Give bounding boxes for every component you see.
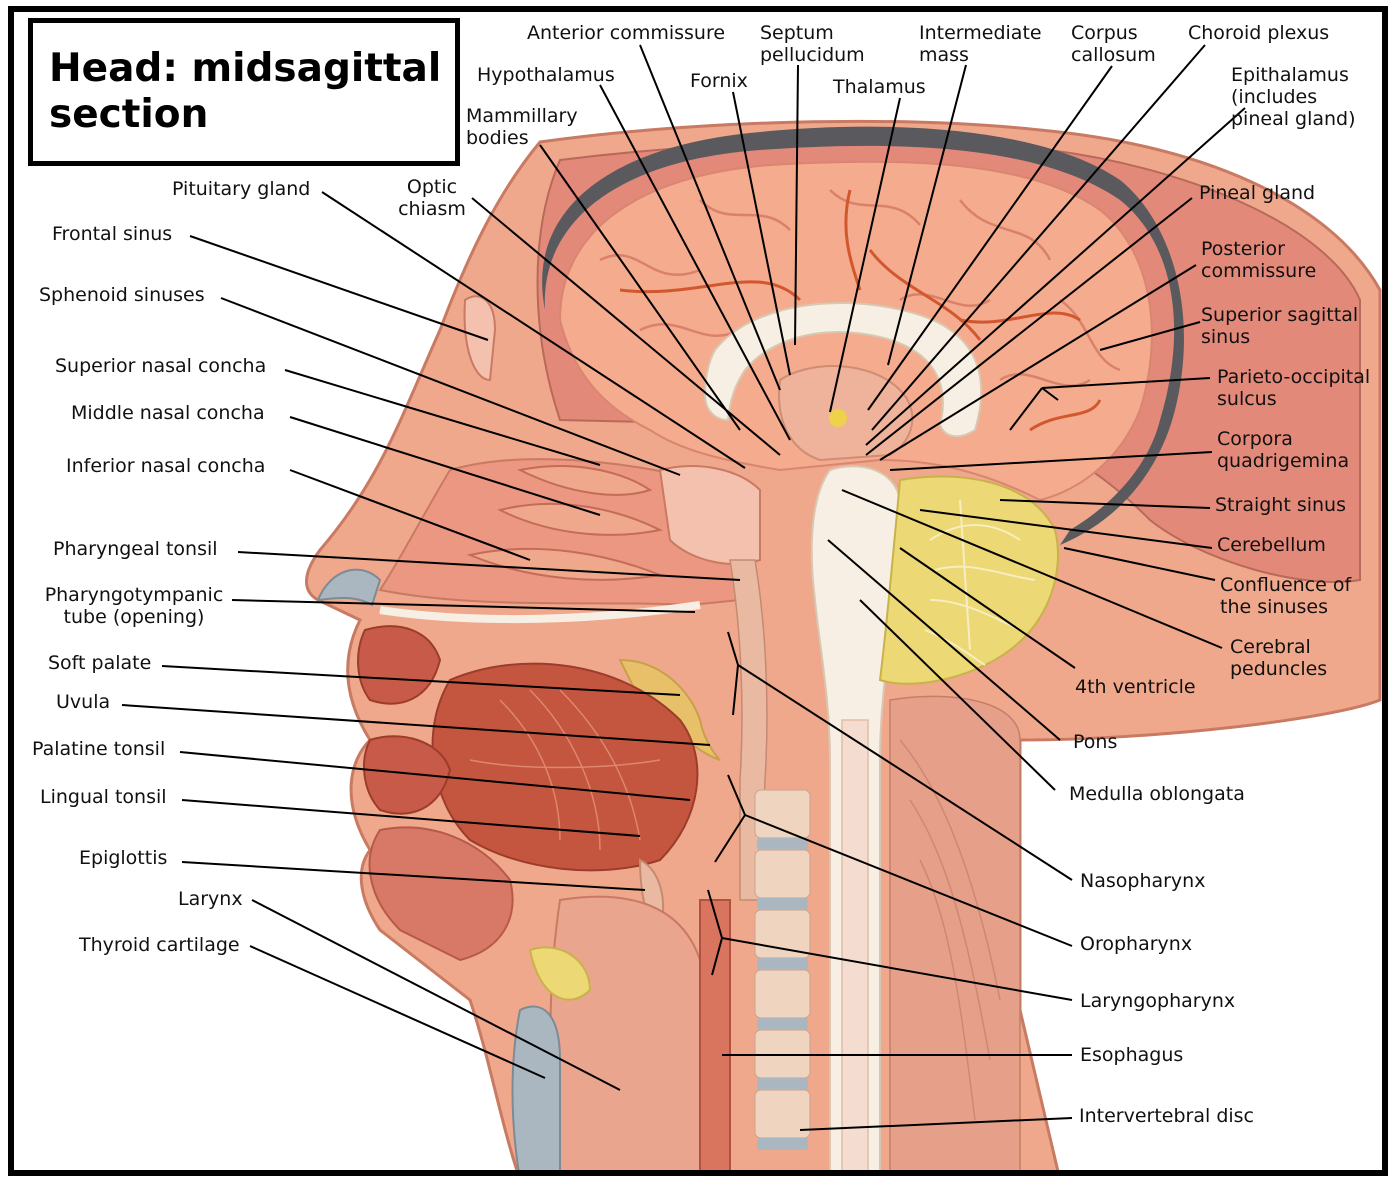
thalamus-region [778,365,914,462]
label-corpora-quadrigemina: Corpora quadrigemina [1217,428,1350,472]
label-medulla-oblongata: Medulla oblongata [1069,783,1245,805]
label-inferior-nasal-concha: Inferior nasal concha [66,455,266,477]
vertebral-column [754,789,811,1150]
dura-band [542,126,1184,545]
intermediate-mass [829,409,847,427]
label-superior-nasal-concha: Superior nasal concha [55,355,267,377]
label-epithalamus: Epithalamus (includes pineal gland) [1231,64,1356,130]
label-posterior-commissure: Posterior commissure [1201,238,1317,282]
label-intermediate-mass: Intermediate mass [919,22,1042,66]
label-hypothalamus: Hypothalamus [477,64,615,86]
nasal-cavity [378,458,741,607]
label-larynx: Larynx [178,888,243,910]
label-nasopharynx: Nasopharynx [1080,870,1206,892]
figure-title: Head: midsagittal section [49,45,442,137]
neck-muscles [889,695,1021,1170]
label-fornix: Fornix [690,70,748,92]
label-fourth-ventricle: 4th ventricle [1075,676,1196,698]
spinal-cord [841,719,869,1170]
lower-lip [363,735,452,815]
label-choroid-plexus: Choroid plexus [1188,22,1330,44]
label-uvula: Uvula [56,691,111,713]
label-pons: Pons [1073,731,1118,753]
label-parieto-occipital-sulcus: Parieto-occipital sulcus [1217,366,1371,410]
thyroid-cartilage [511,1005,561,1170]
label-sphenoid-sinuses: Sphenoid sinuses [39,284,205,306]
tongue-fibers [469,689,661,851]
upper-lip [357,625,442,705]
label-pituitary-gland: Pituitary gland [172,178,311,200]
label-mammillary-bodies: Mammillary bodies [466,105,578,149]
cerebral-vessels [619,189,1102,432]
figure-frame: Head: midsagittal section Anterior commi… [8,6,1388,1176]
label-laryngopharynx: Laryngopharynx [1080,990,1236,1012]
head-section-illustration [121,44,1382,1170]
label-superior-sagittal-sinus: Superior sagittal sinus [1201,304,1359,348]
label-pineal-gland: Pineal gland [1199,182,1316,204]
label-oropharynx: Oropharynx [1080,933,1193,955]
label-esophagus: Esophagus [1080,1044,1184,1066]
sphenoid-sinus [658,465,761,565]
label-optic-chiasm: Optic chiasm [398,176,466,220]
label-pharyngeal-tonsil: Pharyngeal tonsil [53,538,218,560]
hyoid-fat [528,946,592,1001]
label-intervertebral-disc: Intervertebral disc [1079,1105,1254,1127]
label-thalamus: Thalamus [833,76,926,98]
chin [368,826,514,962]
label-soft-palate: Soft palate [48,652,152,674]
label-thyroid-cartilage: Thyroid cartilage [79,934,240,956]
leader-lines [121,44,1246,1131]
esophagus [699,899,731,1170]
label-corpus-callosum: Corpus callosum [1071,22,1156,66]
label-cerebellum: Cerebellum [1217,534,1326,556]
label-anterior-commissure: Anterior commissure [527,22,726,44]
neck-muscle-fibers [899,739,1001,1121]
label-confluence-of-sinuses: Confluence of the sinuses [1220,574,1352,618]
label-middle-nasal-concha: Middle nasal concha [71,402,265,424]
title-box: Head: midsagittal section [28,18,460,166]
arbor-vitae [924,499,1036,666]
label-pharyngotympanic-tube: Pharyngotympanic tube (opening) [44,584,224,628]
label-frontal-sinus: Frontal sinus [52,223,173,245]
label-epiglottis: Epiglottis [79,847,168,869]
label-cerebral-peduncles: Cerebral peduncles [1230,636,1328,680]
label-straight-sinus: Straight sinus [1215,494,1346,516]
label-septum-pellucidum: Septum pellucidum [760,22,865,66]
nasal-cartilage [316,568,382,607]
larynx [549,895,701,1170]
label-lingual-tonsil: Lingual tonsil [40,786,167,808]
label-palatine-tonsil: Palatine tonsil [32,738,166,760]
